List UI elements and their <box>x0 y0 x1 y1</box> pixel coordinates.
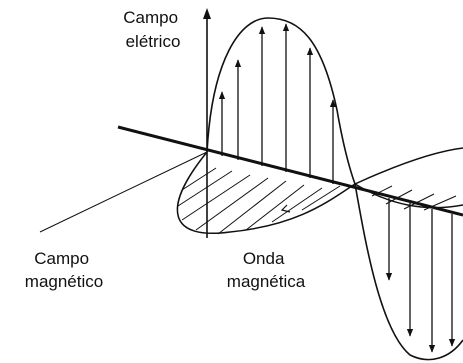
electric-wave <box>206 17 463 361</box>
magnetic-wave-lobe-3 <box>354 183 463 209</box>
magnetic-field-label-line-1: Campo <box>34 249 89 268</box>
magnetic-wave-label-line-1: Onda <box>243 249 285 268</box>
magnetic-field-label: Campo magnético <box>25 249 103 291</box>
magnetic-wave-label-line-2: magnética <box>227 272 306 291</box>
magnetic-wave <box>176 147 463 235</box>
propagation-axis <box>117 125 463 217</box>
magnetic-field-hatching <box>177 167 457 235</box>
electric-field-axis-arrowhead <box>203 8 211 19</box>
electric-field-label-line-1: Campo <box>123 8 178 27</box>
magnetic-wave-arrow <box>280 204 291 213</box>
electric-field-label: Campo elétrico <box>123 8 183 51</box>
magnetic-field-label-line-2: magnético <box>25 272 103 291</box>
magnetic-wave-label: Onda magnética <box>227 249 306 291</box>
electric-wave-curve <box>206 17 463 361</box>
magnetic-wave-lobe-1 <box>176 151 356 234</box>
electric-field-vectors <box>218 23 456 353</box>
electric-field-label-line-2: elétrico <box>126 32 181 51</box>
magnetic-field-axis <box>39 151 208 233</box>
magnetic-wave-lobe-2 <box>354 147 463 185</box>
